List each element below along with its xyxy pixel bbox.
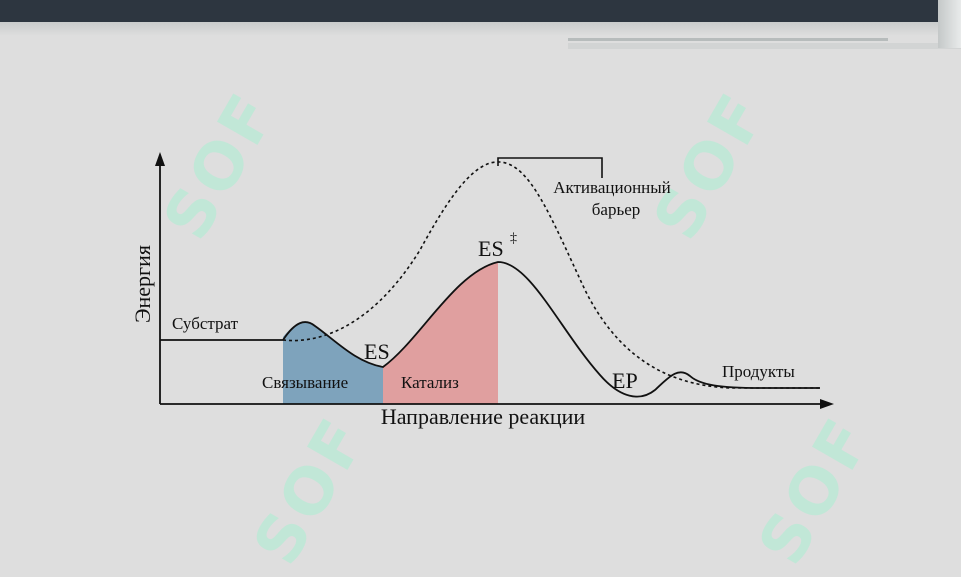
uncatalyzed-curve	[282, 161, 820, 389]
y-axis-arrow	[155, 152, 165, 166]
x-axis-arrow	[820, 399, 834, 409]
catalyzed-curve	[160, 261, 820, 398]
accent-line-secondary	[568, 43, 961, 49]
binding-label: Связывание	[262, 373, 348, 392]
top-bar	[0, 0, 961, 22]
products-label: Продукты	[722, 362, 795, 381]
energy-diagram: Энергия Направление реакции Субстрат Про…	[130, 152, 834, 429]
catalysis-label: Катализ	[401, 373, 459, 392]
barrier-bracket	[497, 157, 603, 178]
es-transition-label: ES	[478, 236, 504, 261]
es-transition-superscript: ‡	[510, 231, 517, 246]
slide-edge-decoration	[938, 0, 961, 48]
catalysis-region	[383, 262, 498, 404]
x-axis-label: Направление реакции	[381, 404, 586, 429]
es-label: ES	[364, 339, 390, 364]
accent-line	[568, 38, 888, 41]
barrier-label-line2: барьер	[592, 200, 641, 219]
barrier-label-line1: Активационный	[553, 178, 671, 197]
y-axis-label: Энергия	[130, 245, 155, 323]
top-bar-shadow	[0, 22, 961, 36]
binding-region	[283, 321, 383, 404]
ep-label: EP	[612, 368, 638, 393]
substrate-label: Субстрат	[172, 314, 239, 333]
